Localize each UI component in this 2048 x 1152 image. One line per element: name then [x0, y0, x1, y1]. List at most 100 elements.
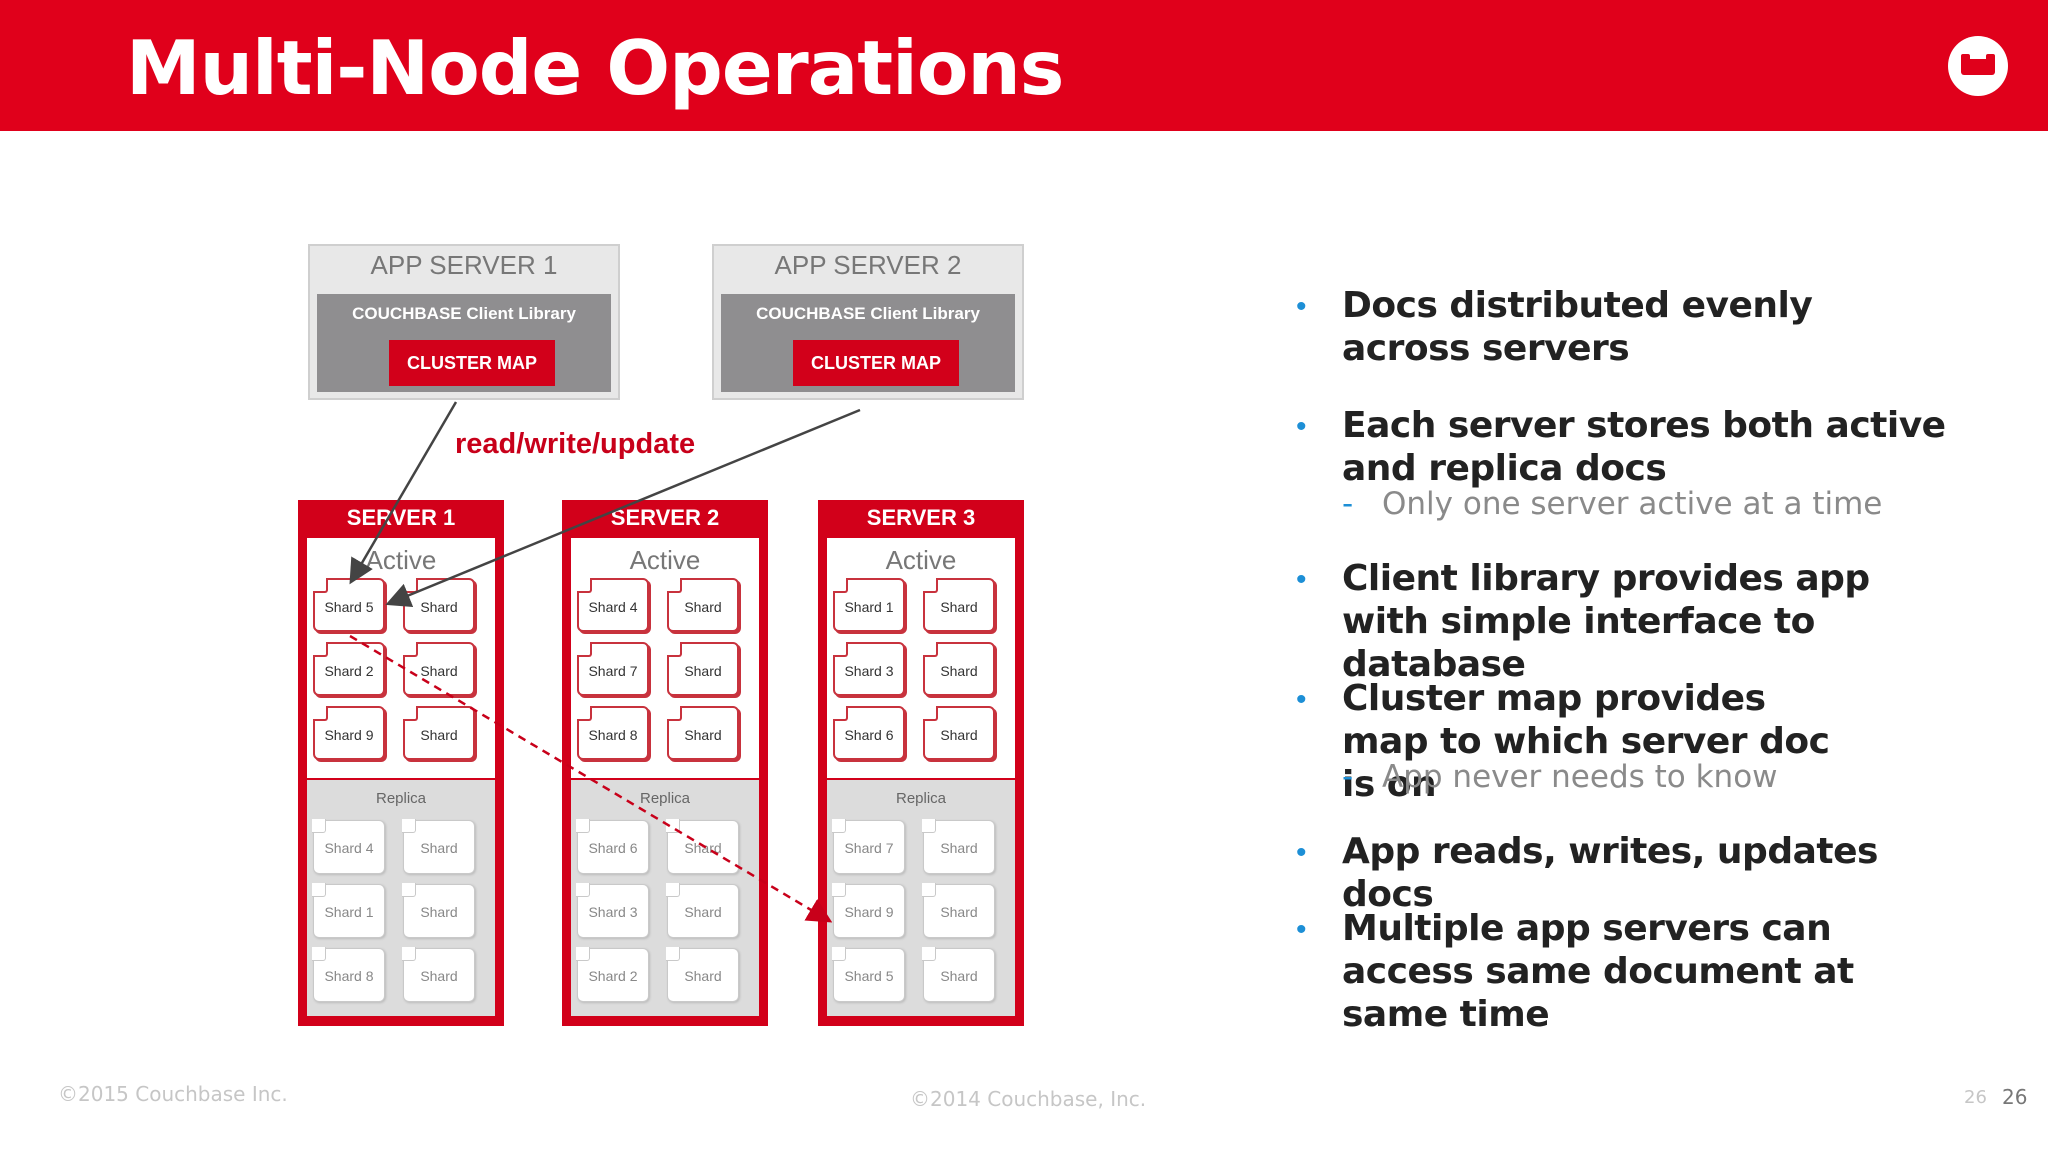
document-icon	[666, 883, 680, 897]
page-number: 26	[2002, 1085, 2028, 1109]
active-shard[interactable]: Shard 1	[833, 578, 905, 632]
document-icon	[833, 706, 848, 721]
active-shard[interactable]: Shard	[923, 642, 995, 696]
document-icon	[312, 947, 326, 961]
bullet-text: Cluster map provides map to which server…	[1342, 678, 1830, 805]
replica-shard[interactable]: Shard	[922, 947, 995, 1002]
server-name: SERVER 2	[610, 505, 720, 530]
shard-label: Shard	[420, 840, 458, 856]
replica-shard[interactable]: Shard 7	[832, 819, 905, 874]
shard-label: Shard 1	[324, 904, 374, 920]
active-shard[interactable]: Shard 2	[313, 642, 385, 696]
shard-label: Shard 3	[588, 904, 638, 920]
active-shard[interactable]: Shard 6	[833, 706, 905, 760]
active-shard[interactable]: Shard 4	[577, 578, 649, 632]
sub-bullet: -Only one server active at a time	[1342, 486, 1882, 522]
replica-label: Replica	[639, 790, 691, 807]
active-shard[interactable]: Shard	[403, 706, 475, 760]
app-server-name: APP SERVER 2	[774, 250, 962, 280]
replica-shard[interactable]: Shard 3	[576, 883, 649, 938]
shard-label: Shard	[684, 968, 722, 984]
shard-label: Shard 2	[324, 663, 374, 679]
replica-shard[interactable]: Shard	[402, 947, 475, 1002]
replica-shard[interactable]: Shard 8	[312, 947, 385, 1002]
replica-shard[interactable]: Shard 9	[832, 883, 905, 938]
replica-shard[interactable]: Shard 1	[312, 883, 385, 938]
active-shard[interactable]: Shard 5	[313, 578, 385, 632]
active-shard[interactable]: Shard	[667, 706, 739, 760]
shard-label: Shard	[420, 599, 458, 615]
shard-label: Shard	[940, 904, 978, 920]
sub-bullet: -App never needs to know	[1342, 759, 1778, 795]
bullet-text: Client library provides app with simple …	[1342, 558, 1870, 685]
slide-title: Multi-Node Operations	[126, 24, 1064, 112]
bullet-text: Docs distributed evenly across servers	[1342, 285, 1813, 369]
active-shard[interactable]: Shard	[667, 578, 739, 632]
cluster-map-button[interactable]: CLUSTER MAP	[389, 340, 555, 386]
shard-label: Shard	[940, 599, 978, 615]
document-icon	[832, 883, 846, 897]
client-library-label: COUCHBASE Client Library	[756, 304, 980, 323]
active-shard[interactable]: Shard	[667, 642, 739, 696]
replica-shard[interactable]: Shard 4	[312, 819, 385, 874]
replica-label: Replica	[895, 790, 947, 807]
active-shard[interactable]: Shard 9	[313, 706, 385, 760]
bullet-text: Each server stores both active and repli…	[1342, 405, 1946, 489]
bullet-text: App reads, writes, updates docs	[1342, 831, 1878, 915]
document-icon	[577, 706, 592, 721]
document-icon	[402, 883, 416, 897]
active-shard[interactable]: Shard	[923, 578, 995, 632]
footer-copyright-center: ©2014 Couchbase, Inc.	[910, 1087, 1147, 1111]
document-icon	[313, 642, 328, 657]
shard-label: Shard 7	[844, 840, 894, 856]
active-shard[interactable]: Shard	[923, 706, 995, 760]
active-label: Active	[885, 545, 957, 575]
document-icon	[922, 947, 936, 961]
replica-shard[interactable]: Shard	[666, 947, 739, 1002]
shard-label: Shard	[684, 599, 722, 615]
shard-label: Shard	[940, 968, 978, 984]
bullet-icon: •	[1296, 913, 1307, 946]
replica-shard[interactable]: Shard 6	[576, 819, 649, 874]
replica-shard[interactable]: Shard	[666, 883, 739, 938]
document-icon	[403, 706, 418, 721]
app-server-name: APP SERVER 1	[370, 250, 558, 280]
document-icon	[922, 819, 936, 833]
document-icon	[576, 883, 590, 897]
shard-label: Shard	[684, 904, 722, 920]
replica-shard[interactable]: Shard	[922, 883, 995, 938]
replica-label: Replica	[375, 790, 427, 807]
shard-label: Shard	[420, 904, 458, 920]
replica-shard[interactable]: Shard	[402, 883, 475, 938]
active-shard[interactable]: Shard 8	[577, 706, 649, 760]
replica-shard[interactable]: Shard	[402, 819, 475, 874]
document-icon	[833, 578, 848, 593]
replication-arrow	[349, 634, 833, 923]
app2-to-shard-arrow	[385, 408, 861, 607]
document-icon	[576, 947, 590, 961]
replica-shard[interactable]: Shard 5	[832, 947, 905, 1002]
document-icon	[832, 819, 846, 833]
cluster-map-button[interactable]: CLUSTER MAP	[793, 340, 959, 386]
document-icon	[923, 706, 938, 721]
replica-shard[interactable]: Shard	[922, 819, 995, 874]
client-library-label: COUCHBASE Client Library	[352, 304, 576, 323]
active-label: Active	[365, 545, 437, 575]
document-icon	[667, 642, 682, 657]
document-icon	[922, 883, 936, 897]
document-icon	[402, 819, 416, 833]
server-name: SERVER 3	[866, 505, 976, 530]
active-shard[interactable]: Shard 7	[577, 642, 649, 696]
shard-label: Shard	[420, 968, 458, 984]
replica-shard[interactable]: Shard 2	[576, 947, 649, 1002]
dash-icon: -	[1342, 759, 1354, 795]
active-shard[interactable]: Shard 3	[833, 642, 905, 696]
bullet-icon: •	[1296, 290, 1307, 323]
couchbase-logo-icon	[1948, 36, 2008, 96]
shard-label: Shard	[684, 727, 722, 743]
app-server-2: APP SERVER 2 COUCHBASE Client Library CL…	[712, 244, 1024, 400]
